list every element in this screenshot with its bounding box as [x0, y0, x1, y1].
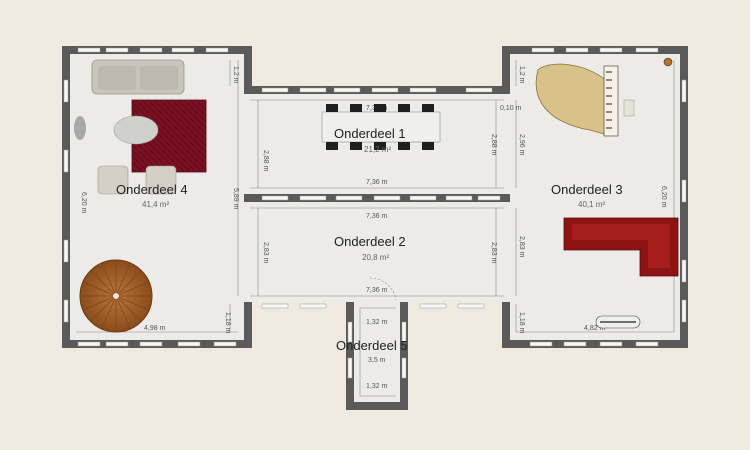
dining-set[interactable] — [321, 104, 441, 150]
coffee-table[interactable] — [113, 115, 159, 145]
dim-r5-top: 1,32 m — [366, 319, 388, 326]
dim-r3-lower: 1,18 m — [518, 312, 525, 334]
windows — [63, 47, 687, 379]
dim-r2-left: 2,83 m — [262, 242, 269, 264]
dim-r1-left: 2,88 m — [262, 150, 269, 172]
dim-r3-bottom: 4,82 m — [584, 325, 606, 332]
dim-r3-right: 6,20 m — [660, 186, 667, 208]
room-area-onderdeel-4: 41,4 m² — [142, 200, 169, 209]
dim-r3-notch: 1,2 m — [518, 66, 525, 84]
dim-r4-left: 6,20 m — [80, 192, 87, 214]
round-table[interactable] — [79, 259, 153, 333]
dim-r2-top: 7,36 m — [366, 213, 388, 220]
room-title-onderdeel-5: Onderdeel 5 — [336, 338, 408, 353]
dim-r2-right: 2,83 m — [490, 242, 497, 264]
grand-piano[interactable] — [535, 63, 635, 137]
armchair-left[interactable] — [97, 165, 129, 195]
dim-r5-side: 3,5 m — [368, 357, 386, 364]
furniture — [74, 57, 679, 333]
room-area-onderdeel-1: 21,2 m² — [364, 145, 391, 154]
room-title-onderdeel-3: Onderdeel 3 — [551, 182, 623, 197]
dim-r4-bottom: 4,98 m — [144, 325, 166, 332]
room-area-onderdeel-3: 40,1 m² — [578, 200, 605, 209]
dim-r3-inner-top: 2,96 m — [518, 134, 525, 156]
room-labels: Onderdeel 1 21,2 m² Onderdeel 2 20,8 m² … — [116, 126, 623, 353]
dim-r4-inner: 5,89 m — [232, 188, 239, 210]
sofa-gray[interactable] — [91, 59, 185, 95]
dim-r1-right: 2,88 m — [490, 134, 497, 156]
floor-onderdeel-2[interactable] — [244, 202, 510, 302]
dim-r5-bottom: 1,32 m — [366, 383, 388, 390]
room-title-onderdeel-4: Onderdeel 4 — [116, 182, 188, 197]
dim-r4-notch: 1,2 m — [232, 66, 239, 84]
dim-r1-bottom: 7,36 m — [366, 179, 388, 186]
dim-r3-corner: 0,10 m — [500, 105, 522, 112]
lamp[interactable] — [663, 57, 673, 67]
dim-r3-inner-mid: 2,83 m — [518, 236, 525, 258]
room-area-onderdeel-2: 20,8 m² — [362, 253, 389, 262]
floors — [70, 54, 680, 402]
room-title-onderdeel-2: Onderdeel 2 — [334, 234, 406, 249]
dim-r2-bottom: 7,36 m — [366, 287, 388, 294]
door-arc — [369, 277, 397, 301]
dimension-labels: 7,36 m 7,36 m 7,36 m 7,36 m 2,88 m 2,88 … — [80, 66, 667, 390]
small-table[interactable] — [595, 315, 641, 329]
side-cushion[interactable] — [74, 116, 86, 140]
sofa-red-corner[interactable] — [563, 217, 679, 277]
armchair-right[interactable] — [145, 165, 177, 195]
room-title-onderdeel-1: Onderdeel 1 — [334, 126, 406, 141]
dim-r4-lower: 1,18 m — [224, 312, 231, 334]
floor-onderdeel-5[interactable] — [354, 302, 400, 402]
dimension-lines — [76, 60, 675, 397]
